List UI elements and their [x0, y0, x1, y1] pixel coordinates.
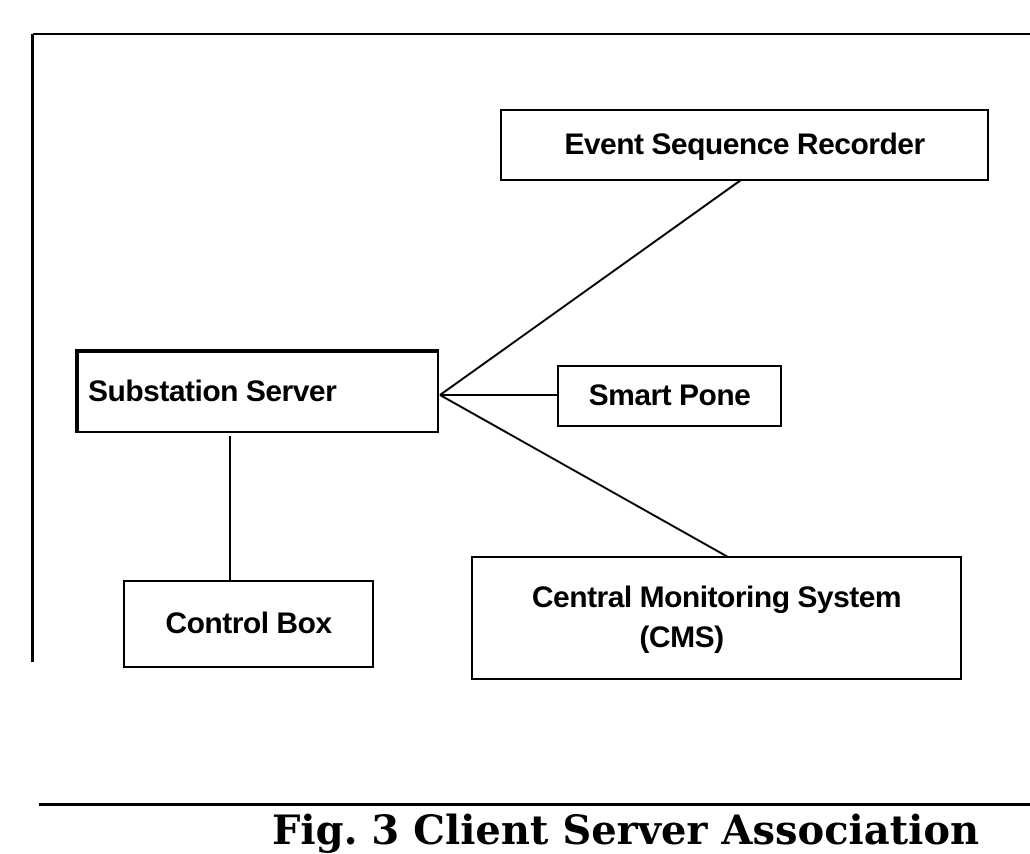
central-monitoring-system-label: Central Monitoring System	[531, 581, 902, 614]
smart-phone-label: Smart Pone	[588, 379, 751, 412]
substation-server-label: Substation Server	[88, 375, 337, 408]
figure-caption-text: Fig. 3 Client Server Association	[272, 807, 980, 854]
figure-caption: Fig. 3 Client Server Association	[0, 805, 1030, 851]
edge-server-to-central-monitoring-system	[439, 394, 729, 558]
control-box-node: Control Box	[123, 580, 374, 668]
smart-phone-node: Smart Pone	[557, 365, 782, 427]
central-monitoring-system-abbreviation: (CMS)	[639, 621, 724, 654]
event-sequence-recorder-node: Event Sequence Recorder	[500, 109, 989, 181]
diagram-frame-left-border	[31, 34, 34, 662]
edge-server-to-event-sequence-recorder	[439, 179, 742, 396]
diagram-frame-top-border	[33, 33, 1030, 35]
substation-server-node: Substation Server	[75, 349, 439, 433]
control-box-label: Control Box	[165, 607, 332, 640]
event-sequence-recorder-label: Event Sequence Recorder	[564, 128, 925, 161]
diagram-frame-bottom-border	[39, 803, 1030, 806]
connector-layer	[229, 179, 742, 585]
central-monitoring-system-node: Central Monitoring System (CMS)	[471, 556, 962, 680]
